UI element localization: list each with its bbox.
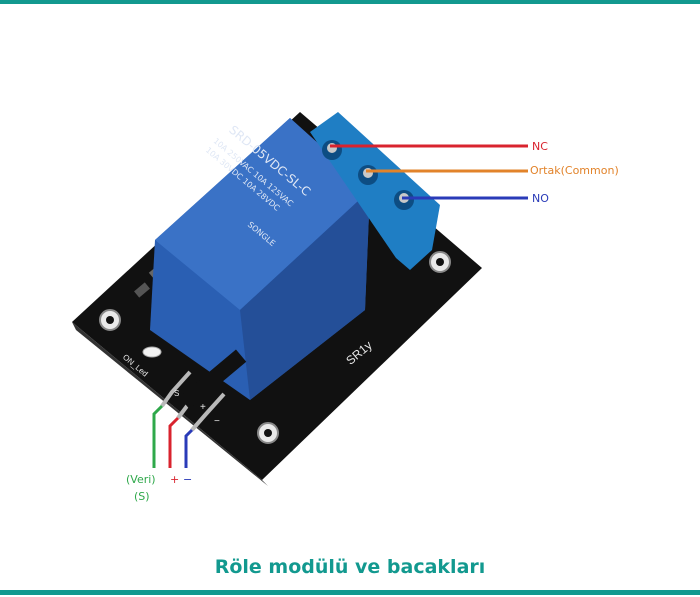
- smd-component: [134, 282, 150, 298]
- silk-pin-plus: +: [200, 402, 206, 413]
- label-signal: (Veri): [126, 473, 156, 486]
- on-led: [142, 346, 162, 358]
- silk-pin-minus: −: [214, 416, 220, 427]
- gnd-wire: [184, 428, 194, 468]
- bottom-frame-bar: [0, 590, 700, 595]
- top-frame-bar: [0, 0, 700, 4]
- silk-pin-s: S: [174, 389, 179, 398]
- vcc-wire: [168, 416, 180, 468]
- figure-caption: Röle modülü ve bacakları: [214, 556, 486, 578]
- label-plus: +: [170, 473, 179, 486]
- label-nc: NC: [532, 140, 548, 153]
- signal-wire: [152, 404, 164, 468]
- terminal-block: [310, 112, 440, 270]
- label-common: Ortak(Common): [530, 164, 619, 177]
- label-signal-pin: (S): [134, 490, 150, 503]
- label-no: NO: [532, 192, 549, 205]
- label-minus: −: [183, 473, 192, 486]
